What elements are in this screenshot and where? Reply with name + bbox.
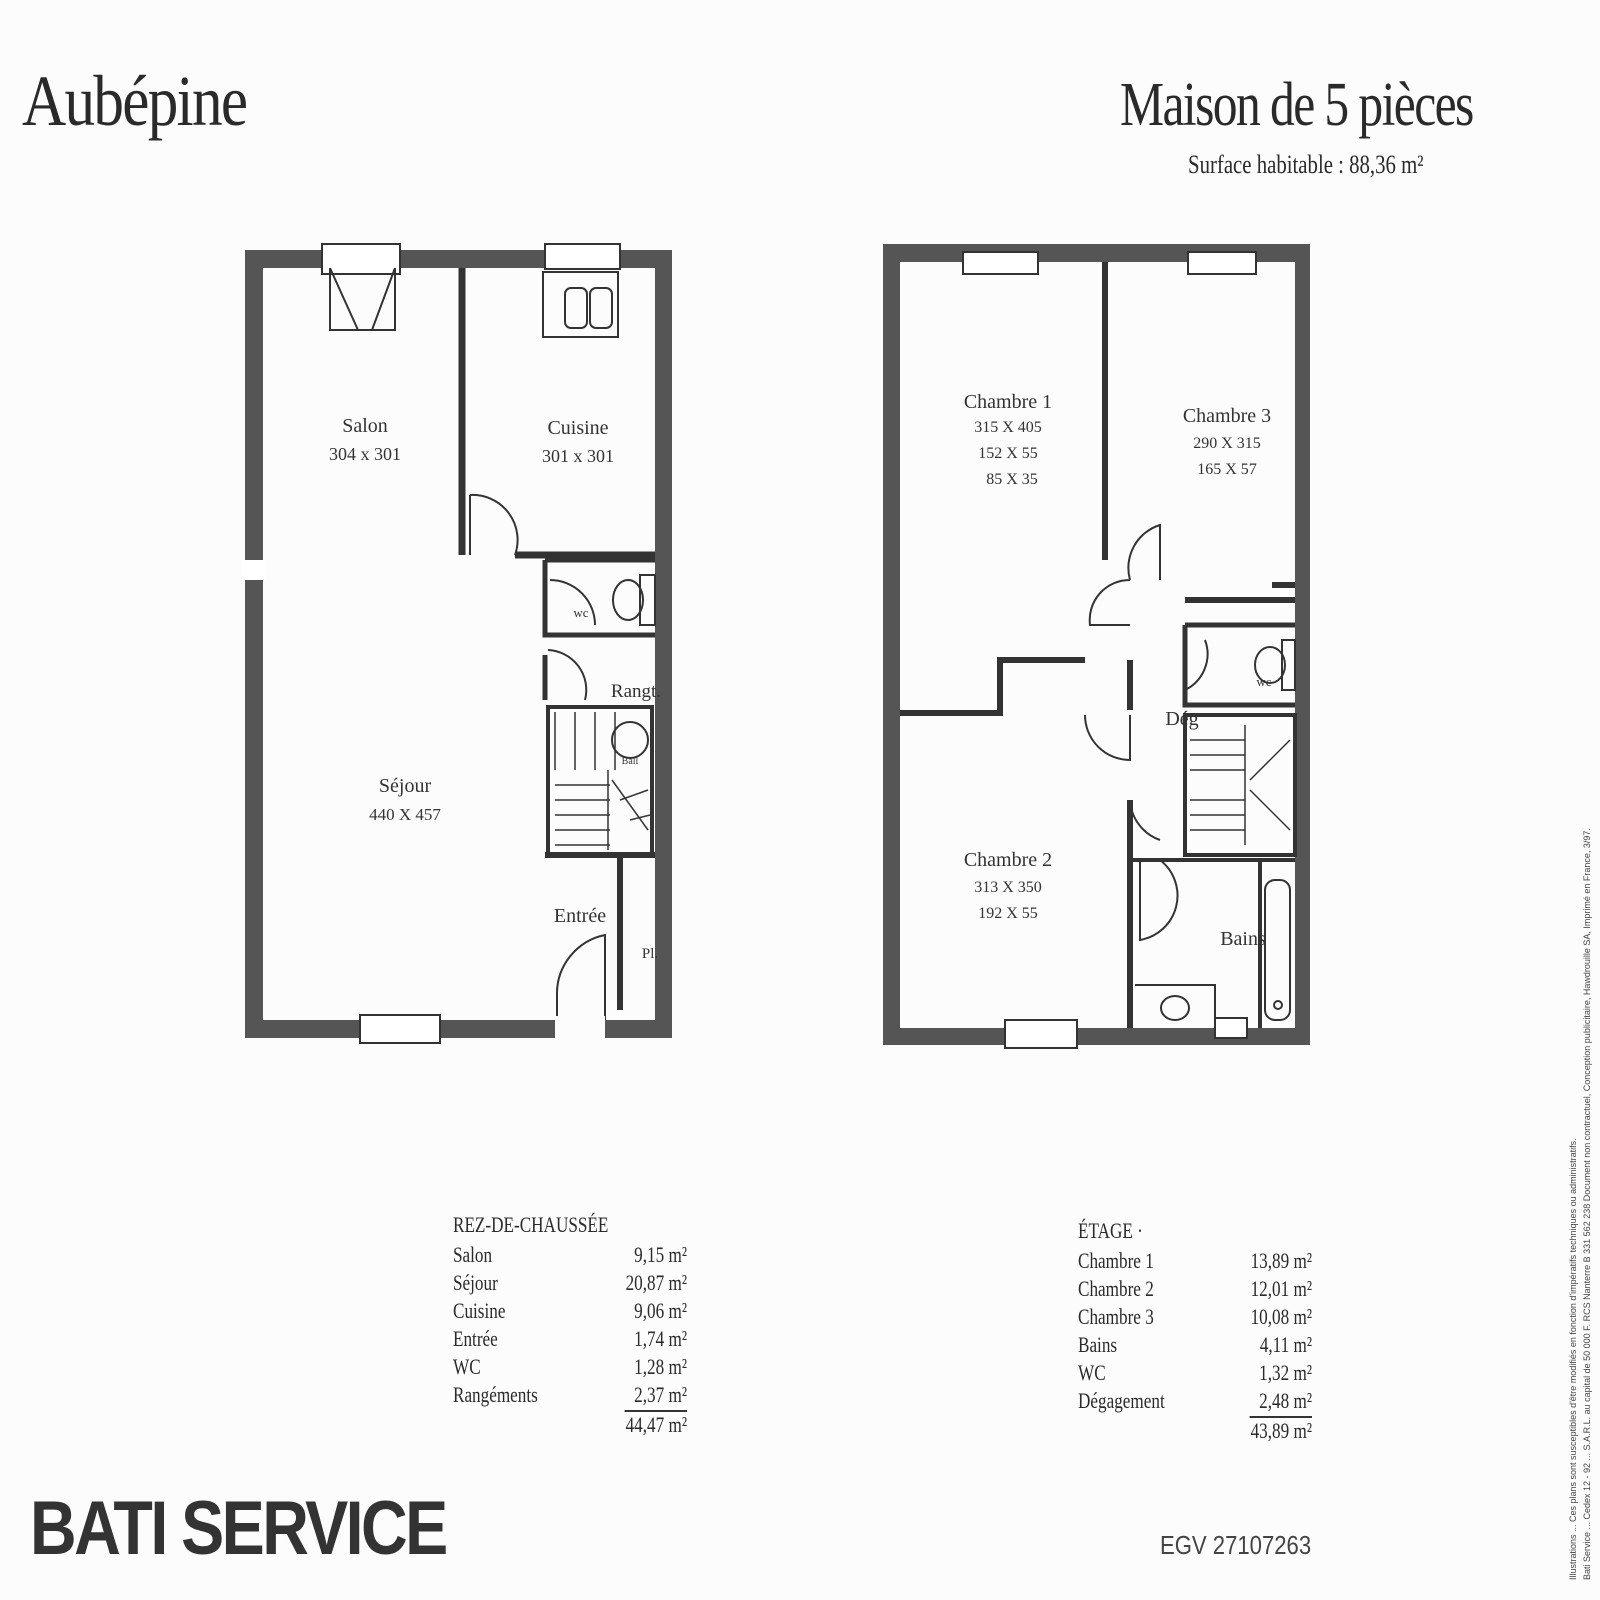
room-label-chambre-3: Chambre 3: [1183, 405, 1271, 427]
room-dims-chambre-3: 290 X 315: [1193, 435, 1261, 452]
room-dims-chambre-2: 313 X 350: [974, 879, 1042, 896]
room-label-rangement: Rangt.: [611, 681, 661, 702]
table-row: Chambre 1 13,89 m²: [1078, 1248, 1312, 1276]
model-title: Aubépine: [22, 61, 248, 141]
ground-floor-plan: [242, 243, 672, 1044]
room-label-degagement: Dég: [1165, 708, 1198, 730]
table-row: WC 1,28 m²: [453, 1354, 687, 1382]
brand-logo: BATI SERVICE: [30, 1486, 448, 1571]
room-label-chambre-1: Chambre 1: [964, 391, 1052, 413]
room-area: 9,15 m²: [634, 1242, 687, 1267]
legal-notice-line-1: Illustrations ... Ces plans sont suscept…: [1568, 1138, 1578, 1580]
room-dims-chambre-2: 192 X 55: [978, 905, 1038, 922]
room-name: Dégagement: [1078, 1388, 1165, 1413]
room-name: Chambre 1: [1078, 1248, 1154, 1273]
table-row: Bains 4,11 m²: [1078, 1332, 1312, 1360]
room-name: Rangéments: [453, 1382, 538, 1407]
room-name: Bains: [1078, 1332, 1118, 1357]
table-heading: ÉTAGE ·: [1078, 1218, 1143, 1243]
room-dims-chambre-1: 315 X 405: [974, 419, 1042, 436]
table-row: WC 1,32 m²: [1078, 1360, 1312, 1388]
room-area: 2,37 m²: [634, 1382, 687, 1407]
table-total: 44,47 m²: [624, 1410, 687, 1437]
room-area: 12,01 m²: [1250, 1276, 1312, 1301]
room-area: 20,87 m²: [625, 1270, 687, 1295]
room-label-chambre-2: Chambre 2: [964, 849, 1052, 871]
table-row: Cuisine 9,06 m²: [453, 1298, 687, 1326]
label-ballon: Ball: [622, 756, 639, 767]
room-dims-cuisine: 301 x 301: [542, 446, 614, 466]
room-area: 4,11 m²: [1259, 1332, 1312, 1357]
room-name: Séjour: [453, 1270, 498, 1295]
reference-code: EGV 27107263: [1160, 1530, 1312, 1560]
room-name: Entrée: [453, 1326, 498, 1351]
room-label-wc: wc: [573, 605, 588, 620]
room-area: 9,06 m²: [634, 1298, 687, 1323]
room-area: 10,08 m²: [1250, 1304, 1312, 1329]
table-total: 43,89 m²: [1249, 1416, 1312, 1443]
house-type: Maison de 5 pièces: [1120, 71, 1474, 139]
table-row: Entrée 1,74 m²: [453, 1326, 687, 1354]
table-row: Salon 9,15 m²: [453, 1242, 687, 1270]
room-name: WC: [1078, 1360, 1106, 1385]
room-area: 1,32 m²: [1259, 1360, 1312, 1385]
room-name: Chambre 2: [1078, 1276, 1154, 1301]
room-name: Chambre 3: [1078, 1304, 1154, 1329]
room-dims-sejour: 440 X 457: [369, 805, 441, 824]
room-dims-salon: 304 x 301: [329, 444, 401, 464]
upper-floor-area-table: ÉTAGE · Chambre 1 13,89 m² Chambre 2 12,01…: [1078, 1218, 1312, 1444]
room-label-bains: Bains: [1220, 928, 1266, 950]
legal-notice-line-2: Bati Service ... Cedex 12 - 92 ... S.A.R…: [1582, 828, 1592, 1580]
table-row: Rangéments 2,37 m²: [453, 1382, 687, 1410]
room-label-cuisine: Cuisine: [547, 417, 608, 439]
room-dims-chambre-1: 85 X 35: [986, 471, 1038, 488]
room-name: Cuisine: [453, 1298, 506, 1323]
upper-floor-plan: [883, 244, 1310, 1049]
room-dims-chambre-1: 152 X 55: [978, 445, 1038, 462]
room-label-salon: Salon: [342, 415, 388, 437]
room-area: 1,74 m²: [634, 1326, 687, 1351]
table-row: Dégagement 2,48 m²: [1078, 1388, 1312, 1416]
room-area: 2,48 m²: [1259, 1388, 1312, 1413]
room-label-placard: Pl.: [642, 946, 658, 962]
ground-floor-area-table: REZ-DE-CHAUSSÉE Salon 9,15 m² Séjour 20,87…: [453, 1212, 687, 1438]
living-surface: Surface habitable : 88,36 m²: [1188, 150, 1424, 179]
room-label-entree: Entrée: [554, 905, 606, 927]
room-name: Salon: [453, 1242, 493, 1267]
table-row: Séjour 20,87 m²: [453, 1270, 687, 1298]
table-heading: REZ-DE-CHAUSSÉE: [453, 1212, 609, 1237]
room-area: 13,89 m²: [1250, 1248, 1312, 1273]
room-name: WC: [453, 1354, 481, 1379]
room-area: 1,28 m²: [634, 1354, 687, 1379]
room-label-wc-upper: wc: [1256, 674, 1271, 689]
room-dims-chambre-3: 165 X 57: [1197, 461, 1257, 478]
room-label-sejour: Séjour: [379, 775, 432, 797]
table-row: Chambre 3 10,08 m²: [1078, 1304, 1312, 1332]
table-row: Chambre 2 12,01 m²: [1078, 1276, 1312, 1304]
